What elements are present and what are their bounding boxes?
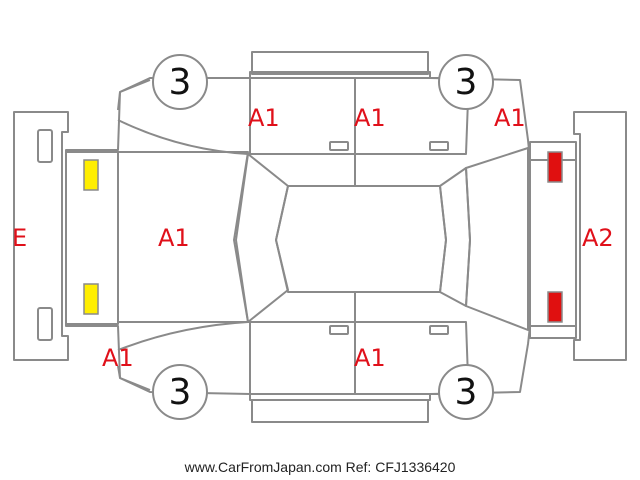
label-front-bumper: E	[12, 224, 28, 252]
front-lamp-bottom	[83, 283, 99, 315]
front-lamp-top	[83, 159, 99, 191]
wheel-rear-left-circle	[438, 54, 494, 110]
label-left-top-rear-quarter: A1	[494, 104, 526, 132]
rear-lamp-bottom	[547, 291, 563, 323]
wheel-front-right-circle	[152, 364, 208, 420]
windshield	[235, 153, 289, 323]
wheel-rear-right-circle	[438, 364, 494, 420]
label-front-right-fender: A1	[102, 344, 134, 372]
footer-reference: www.CarFromJapan.com Ref: CFJ1336420	[184, 459, 456, 475]
roof-panel	[275, 185, 447, 293]
label-hood: A1	[158, 224, 190, 252]
wheel-front-right-grade: 3	[168, 371, 192, 413]
bottom-front-handle	[329, 325, 349, 335]
label-right-door: A1	[354, 344, 386, 372]
rear-window	[439, 167, 471, 307]
top-front-handle	[329, 141, 349, 151]
rear-lamp-top	[547, 151, 563, 183]
front-bumper-slot-bottom	[37, 307, 53, 341]
top-front-fender	[117, 79, 249, 155]
front-bumper-panel	[13, 111, 69, 361]
wheel-front-left-grade: 3	[168, 61, 192, 103]
top-rear-handle	[429, 141, 449, 151]
rear-lamp-housing	[529, 141, 577, 339]
bottom-front-door	[249, 321, 356, 395]
top-rear-door	[354, 77, 469, 155]
wheel-front-left-circle	[152, 54, 208, 110]
wheel-rear-right-grade: 3	[454, 371, 478, 413]
top-side-step	[251, 51, 429, 75]
wheel-rear-left-grade: 3	[454, 61, 478, 103]
label-left-top-rear-door: A1	[354, 104, 386, 132]
bottom-rear-handle	[429, 325, 449, 335]
front-bumper-slot-top	[37, 129, 53, 163]
label-rear-bumper: A2	[582, 224, 614, 252]
rear-bumper-panel	[573, 111, 627, 361]
label-left-top-front-door: A1	[248, 104, 280, 132]
bottom-front-fender	[117, 321, 249, 391]
bottom-side-step	[251, 399, 429, 423]
rear-deck	[465, 147, 529, 331]
